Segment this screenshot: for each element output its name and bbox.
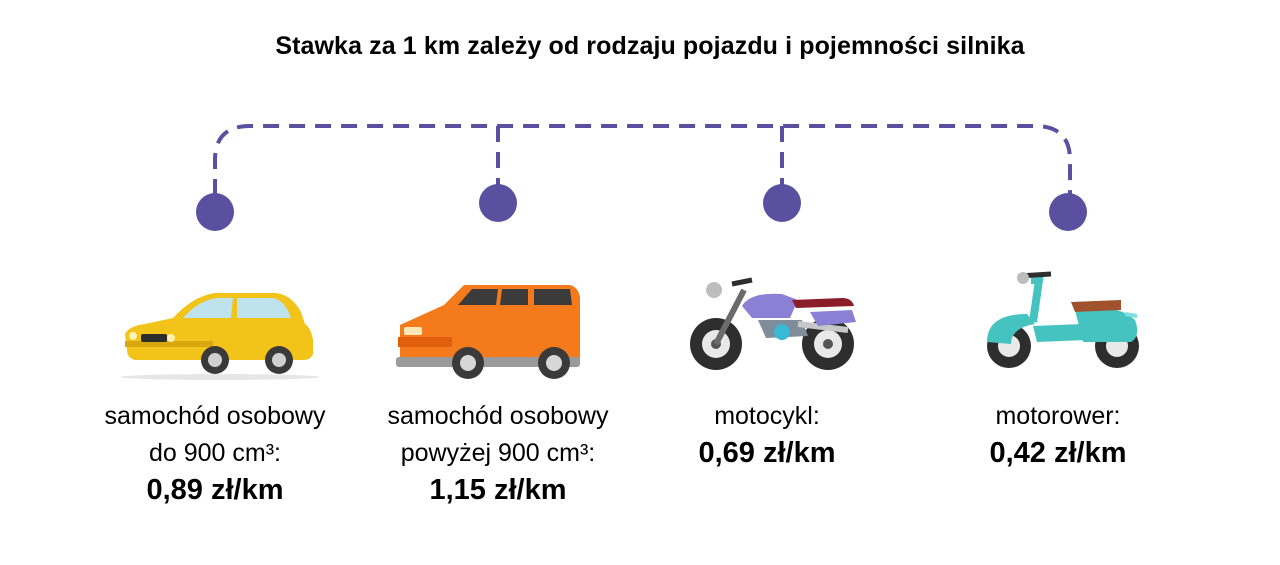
connector-dot-4	[1049, 193, 1087, 231]
label-car-small: samochód osobowy do 900 cm³: 0,89 zł/km	[65, 398, 365, 509]
price-motorcycle: 0,69 zł/km	[698, 437, 836, 469]
yellow-car-icon	[120, 293, 320, 380]
scooter-icon	[987, 271, 1139, 368]
price-car-large: 1,15 zł/km	[429, 474, 567, 506]
page-title: Stawka za 1 km zależy od rodzaju pojazdu…	[275, 32, 1025, 60]
label-car-small-line-1: samochód osobowy	[104, 402, 326, 430]
label-car-large: samochód osobowy powyżej 900 cm³: 1,15 z…	[348, 398, 648, 509]
label-car-large-line-1: samochód osobowy	[387, 402, 609, 430]
vehicle-orange-suv	[348, 258, 648, 408]
label-motorcycle-line-1: motocykl:	[714, 402, 820, 430]
price-scooter: 0,42 zł/km	[989, 437, 1127, 469]
connector-dot-2	[479, 184, 517, 222]
label-scooter: motorower: 0,42 zł/km	[908, 398, 1208, 472]
vehicle-scooter	[915, 258, 1215, 408]
label-scooter-line-1: motorower:	[995, 402, 1121, 430]
label-car-small-line-2: do 900 cm³:	[148, 439, 281, 467]
connector-diagram	[196, 124, 1087, 231]
motorcycle-icon	[690, 277, 856, 370]
orange-suv-icon	[396, 285, 580, 379]
label-motorcycle: motocykl: 0,69 zł/km	[617, 398, 917, 472]
connector-dot-1	[196, 193, 234, 231]
vehicle-motorcycle	[632, 258, 932, 408]
connector-bracket	[213, 124, 1072, 195]
label-car-large-line-2: powyżej 900 cm³:	[400, 439, 596, 467]
connector-dot-3	[763, 184, 801, 222]
price-car-small: 0,89 zł/km	[146, 474, 284, 506]
vehicle-yellow-car	[65, 258, 365, 408]
